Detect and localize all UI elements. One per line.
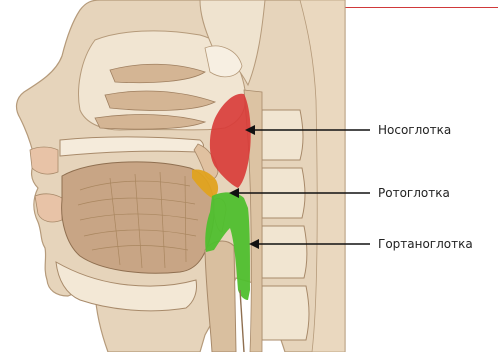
upper-lip bbox=[30, 147, 58, 174]
label-nasopharynx: Носоглотка bbox=[378, 123, 451, 137]
larynx bbox=[205, 241, 236, 352]
esophagus bbox=[240, 290, 244, 352]
label-oropharynx: Ротоглотка bbox=[378, 186, 450, 200]
label-laryngopharynx: Гортаноглотка bbox=[378, 237, 473, 251]
